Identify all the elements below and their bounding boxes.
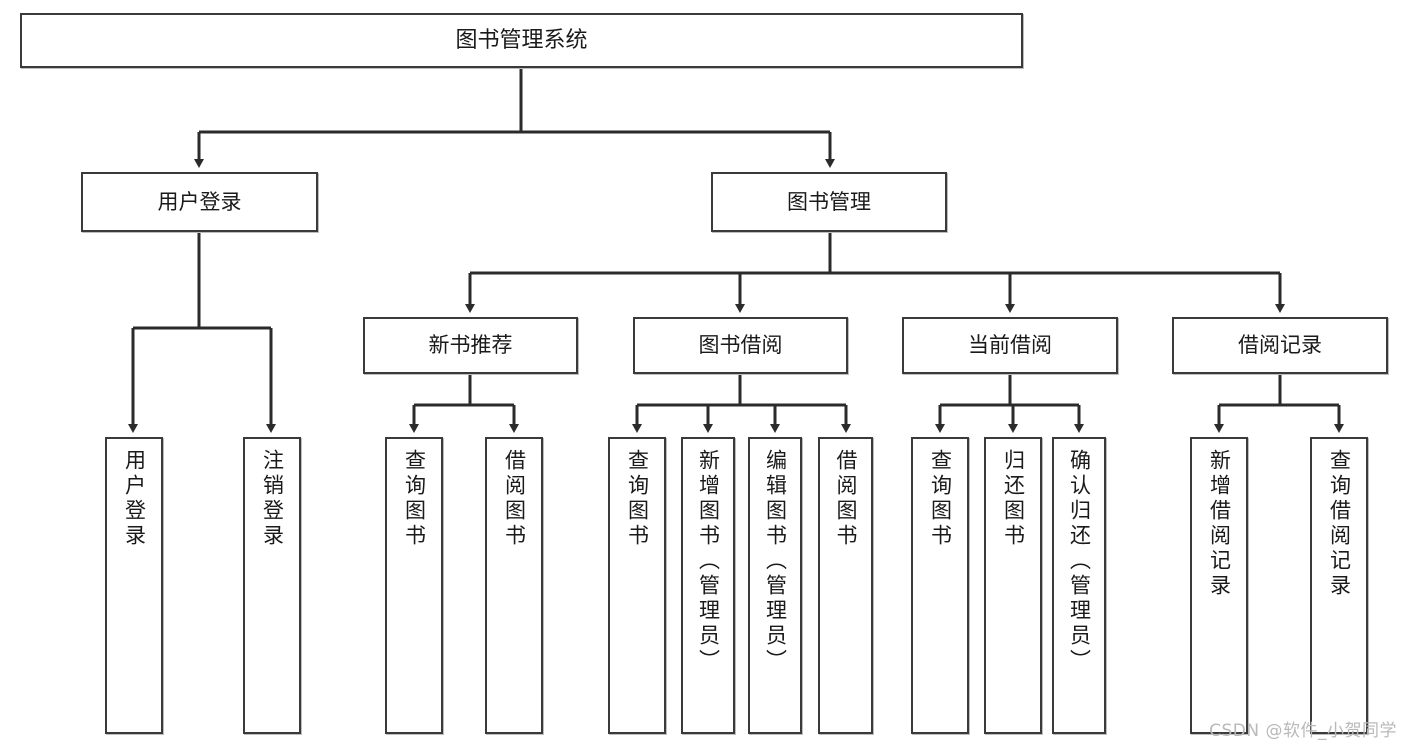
node-leaf-0[interactable]: 用户登录 [105,437,163,734]
node-label: 查询图书 [402,449,427,549]
watermark-text: CSDN @软件_小贺同学 [1209,721,1397,741]
node-level2-0[interactable]: 用户登录 [81,172,318,232]
node-label: 归还图书 [1001,449,1026,549]
node-label: 编辑图书（管理员） [763,449,788,674]
node-leaf-7[interactable]: 借阅图书 [818,437,873,734]
node-leaf-12[interactable]: 查询借阅记录 [1310,437,1368,734]
node-label: 确认归还（管理员） [1067,449,1092,674]
node-label: 借阅图书 [502,449,527,549]
node-level3-0[interactable]: 新书推荐 [363,317,578,374]
node-label: 新书推荐 [428,333,513,357]
node-label: 用户登录 [157,189,242,214]
node-leaf-9[interactable]: 归还图书 [984,437,1042,734]
node-label: 新增借阅记录 [1207,449,1232,599]
node-label: 查询图书 [928,449,953,549]
node-label: 图书管理 [787,189,871,214]
node-label: 用户登录 [122,449,147,549]
node-label: 图书借阅 [698,333,783,357]
node-level3-1[interactable]: 图书借阅 [633,317,848,374]
node-leaf-10[interactable]: 确认归还（管理员） [1052,437,1106,734]
node-leaf-11[interactable]: 新增借阅记录 [1190,437,1248,734]
node-level2-1[interactable]: 图书管理 [711,172,947,232]
node-leaf-5[interactable]: 新增图书（管理员） [681,437,735,734]
node-level3-2[interactable]: 当前借阅 [902,317,1118,374]
node-label: 查询借阅记录 [1327,449,1352,599]
node-leaf-3[interactable]: 借阅图书 [485,437,543,734]
node-label: 图书管理系统 [455,27,588,53]
node-leaf-6[interactable]: 编辑图书（管理员） [748,437,802,734]
node-label: 借阅记录 [1238,333,1322,357]
node-leaf-8[interactable]: 查询图书 [911,437,969,734]
node-label: 查询图书 [625,449,650,549]
node-label: 借阅图书 [834,449,858,549]
node-root-图书管理系统[interactable]: 图书管理系统 [20,13,1023,68]
node-label: 当前借阅 [968,333,1052,357]
node-leaf-4[interactable]: 查询图书 [608,437,666,734]
node-label: 新增图书（管理员） [696,449,721,674]
node-leaf-2[interactable]: 查询图书 [385,437,443,734]
node-label: 注销登录 [260,449,285,549]
node-leaf-1[interactable]: 注销登录 [243,437,301,734]
node-level3-3[interactable]: 借阅记录 [1172,317,1388,374]
